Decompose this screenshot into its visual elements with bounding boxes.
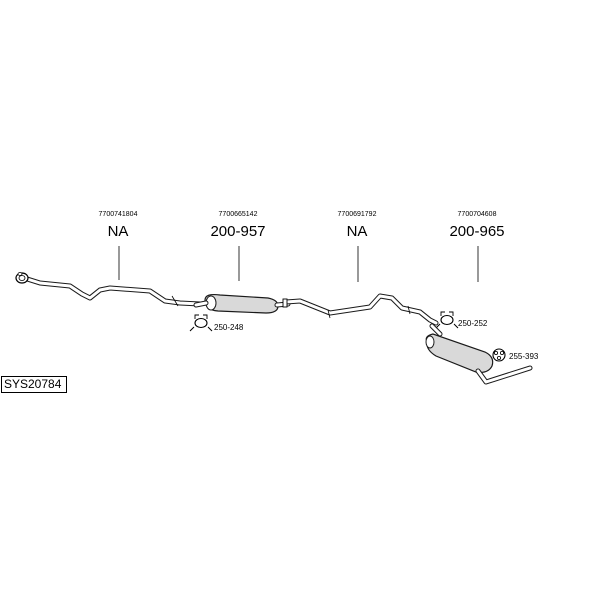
accessory-250-248-label: 250-248	[214, 323, 244, 332]
accessory-250-252-label: 250-252	[458, 319, 488, 328]
part-1-number: NA	[108, 223, 129, 240]
part-center-silencer[interactable]: 7700665142 200-957	[193, 211, 291, 314]
part-3-oem: 7700691792	[338, 211, 377, 218]
part-4-oem: 7700704608	[458, 211, 497, 218]
clamp-icon	[435, 311, 459, 329]
part-intermediate-pipe[interactable]: 7700691792 NA	[282, 211, 439, 326]
part-3-number: NA	[347, 223, 368, 240]
center-silencer-drawing	[193, 293, 291, 314]
front-pipe-drawing	[15, 272, 203, 307]
rubber-mount-icon	[492, 348, 506, 362]
system-code-label: SYS20784	[1, 376, 67, 393]
part-rear-silencer[interactable]: 7700704608 200-965	[425, 211, 533, 385]
part-2-oem: 7700665142	[219, 211, 258, 218]
part-1-oem: 7700741804	[99, 211, 138, 218]
clamp-250-252[interactable]: 250-252	[435, 311, 488, 329]
part-4-number: 200-965	[449, 223, 504, 240]
clamp-250-248[interactable]: 250-248	[189, 314, 244, 332]
accessory-255-393-label: 255-393	[509, 352, 539, 361]
intermediate-pipe-drawing	[282, 293, 439, 326]
rear-silencer-drawing	[425, 323, 533, 385]
part-front-pipe[interactable]: 7700741804 NA	[15, 211, 203, 307]
clamp-icon	[189, 314, 213, 332]
rubber-mount-255-393[interactable]: 255-393	[492, 348, 539, 362]
part-2-number: 200-957	[210, 223, 265, 240]
